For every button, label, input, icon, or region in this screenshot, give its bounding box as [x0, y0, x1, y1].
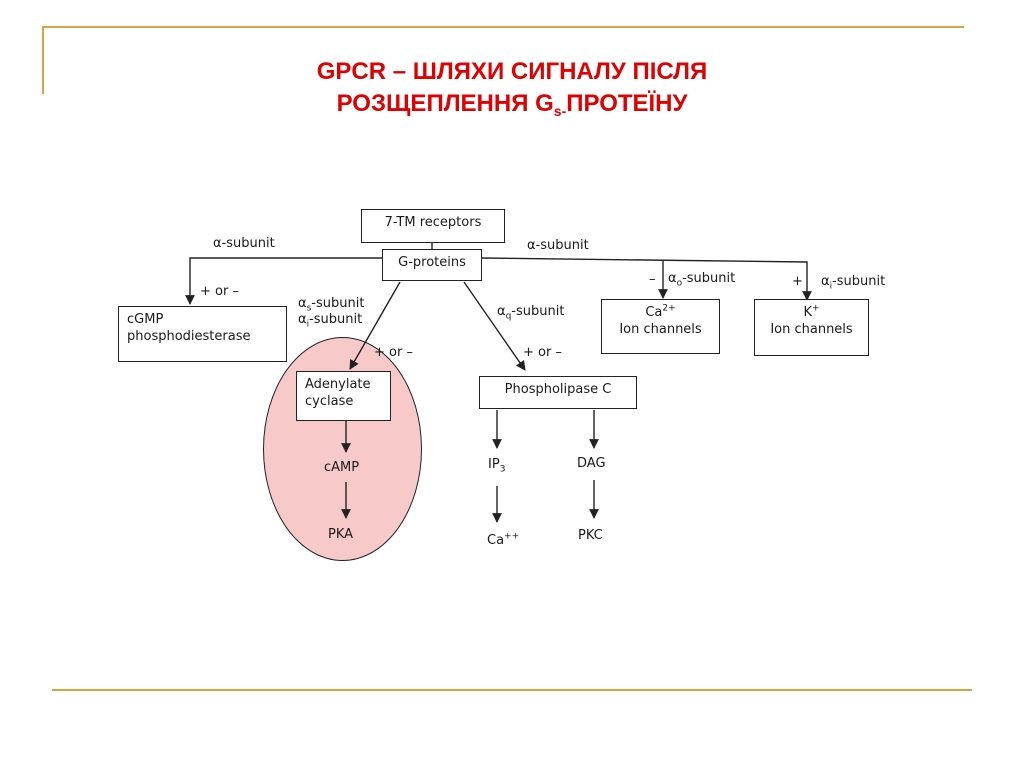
ca-plus-plus-label: Ca++	[487, 531, 520, 549]
k-box-line-2: Ion channels	[770, 322, 853, 337]
title-line-2-pre: РОЗЩЕПЛЕННЯ G	[336, 90, 554, 117]
ca-box-sup: 2+	[662, 303, 676, 314]
pka-label: PKA	[328, 527, 354, 542]
plus-or-minus-ac-label: + or –	[374, 345, 413, 360]
cgmp-line-2: phosphodiesterase	[127, 329, 251, 344]
ca-ion-channels-box: Ca2+ Ion channels	[601, 299, 720, 354]
dag-label: DAG	[577, 456, 606, 471]
alpha-i2-symbol: α	[821, 274, 830, 289]
adenylate-line-2: cyclase	[305, 394, 354, 409]
alpha-subunit-left-label: α-subunit	[213, 236, 275, 251]
alpha-o-subunit-label: αo-subunit	[668, 271, 736, 289]
frame-bottom-line	[52, 689, 972, 691]
ca-box-line-2: Ion channels	[619, 322, 702, 337]
frame-left-line	[42, 26, 44, 94]
k-ion-channels-box: K+ Ion channels	[754, 299, 869, 356]
connector-alpha-s	[349, 281, 401, 370]
adenylate-cyclase-box: Adenylate cyclase	[296, 371, 391, 421]
phospholipase-label: Phospholipase C	[504, 382, 612, 397]
alpha-subunit-right-label: α-subunit	[527, 238, 589, 253]
g-proteins-box: G-proteins	[382, 249, 482, 281]
connector-alpha-q	[463, 281, 526, 371]
receptors-box: 7-TM receptors	[361, 209, 505, 243]
plus-or-minus-plc-label: + or –	[523, 345, 562, 360]
title-line-2-sub: s-	[553, 103, 567, 119]
cgmp-box: cGMP phosphodiesterase	[118, 306, 287, 362]
k-box-line-1: K+	[763, 304, 860, 321]
k-box-ion: K	[803, 305, 812, 320]
alpha-i-sub: i	[306, 319, 310, 330]
title-line-1: GPCR – ШЛЯХИ СИГНАЛУ ПІСЛЯ	[316, 58, 708, 85]
alpha-i2-subunit-label: αi-subunit	[821, 274, 886, 292]
ca-box-line-1: Ca2+	[610, 304, 711, 321]
ca-sup: ++	[504, 531, 520, 542]
slide-title: GPCR – ШЛЯХИ СИГНАЛУ ПІСЛЯ РОЗЩЕПЛЕННЯ G…	[0, 56, 1024, 120]
frame-top-line	[42, 26, 964, 28]
g-proteins-label: G-proteins	[398, 255, 466, 270]
adenylate-line-1: Adenylate	[305, 377, 371, 392]
alpha-i-rest: -subunit	[309, 312, 363, 327]
title-line-2: РОЗЩЕПЛЕННЯ Gs-ПРОТЕЇНУ	[0, 88, 1024, 120]
alpha-q-sub: q	[505, 311, 512, 322]
alpha-i-subunit-label: αi-subunit	[298, 312, 363, 330]
alpha-o-symbol: α	[668, 271, 677, 286]
alpha-o-rest: -subunit	[682, 271, 736, 286]
ip3-text: IP	[488, 457, 500, 472]
plus-sign-label: +	[792, 274, 803, 289]
alpha-s-rest: -subunit	[311, 296, 365, 311]
ca-box-ion: Ca	[645, 305, 663, 320]
cgmp-line-1: cGMP	[127, 312, 164, 327]
minus-sign-label: –	[649, 272, 656, 287]
phospholipase-c-box: Phospholipase C	[479, 376, 637, 409]
alpha-i2-rest: -subunit	[832, 274, 886, 289]
alpha-q-rest: -subunit	[511, 304, 565, 319]
alpha-s-sub: s	[306, 303, 312, 314]
alpha-o-sub: o	[676, 278, 683, 289]
alpha-s-symbol: α	[298, 296, 307, 311]
connector-right-alpha	[481, 257, 812, 301]
alpha-i-symbol: α	[298, 312, 307, 327]
connector-left-alpha	[185, 257, 383, 305]
ca-text: Ca	[487, 533, 505, 548]
alpha-q-subunit-label: αq-subunit	[497, 304, 565, 322]
receptors-label: 7-TM receptors	[384, 215, 482, 230]
alpha-q-symbol: α	[497, 304, 506, 319]
camp-label: cAMP	[324, 460, 360, 475]
ip3-label: IP3	[488, 457, 506, 475]
alpha-i2-sub: i	[829, 281, 833, 292]
alpha-s-subunit-label: αs-subunit	[298, 296, 365, 314]
ip3-sub: 3	[499, 464, 506, 475]
plus-or-minus-left-label: + or –	[200, 284, 239, 299]
k-box-sup: +	[811, 303, 820, 314]
title-line-2-post: ПРОТЕЇНУ	[566, 90, 688, 117]
pkc-label: PKC	[578, 528, 603, 543]
